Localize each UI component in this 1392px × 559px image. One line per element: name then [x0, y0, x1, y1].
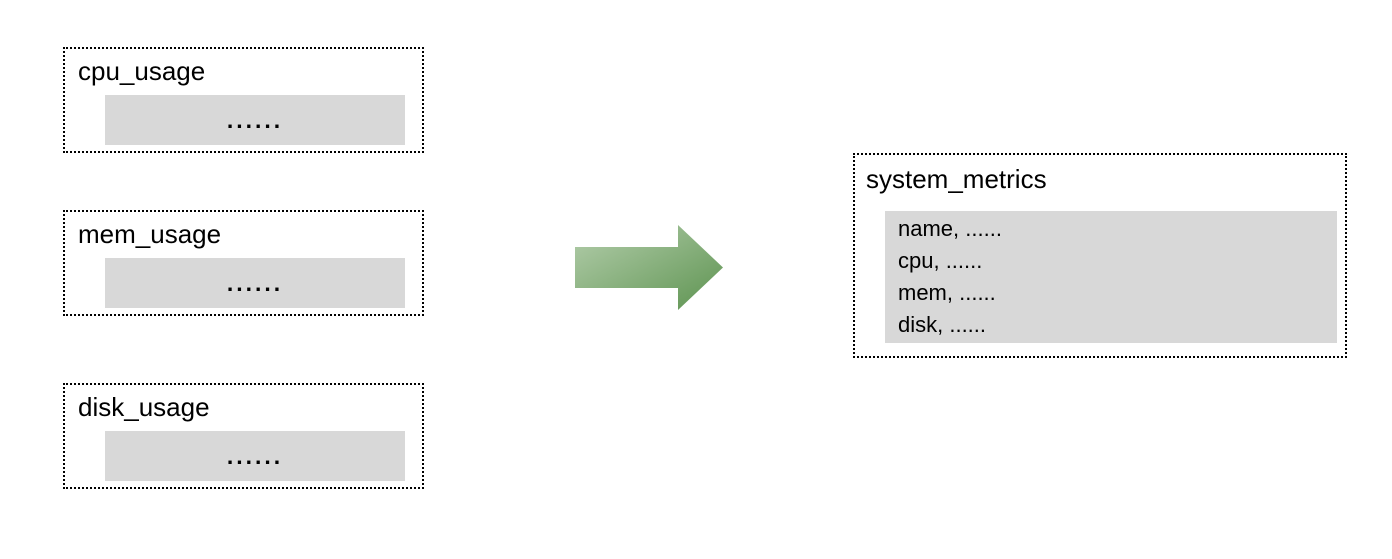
source-box-data-bar: ...... [105, 95, 405, 145]
source-box-data-bar: ...... [105, 258, 405, 308]
target-fields-panel: name, ...... cpu, ...... mem, ...... dis… [885, 211, 1337, 343]
source-box-cpu-usage: cpu_usage ...... [63, 47, 424, 153]
field-row-cpu: cpu, ...... [898, 248, 983, 273]
ellipsis-placeholder: ...... [226, 442, 284, 469]
target-box-title: system_metrics [866, 164, 1047, 194]
field-row-name: name, ...... [898, 216, 1002, 241]
source-box-title: disk_usage [78, 392, 210, 422]
source-box-disk-usage: disk_usage ...... [63, 383, 424, 489]
ellipsis-placeholder: ...... [226, 269, 284, 296]
target-box-system-metrics: system_metrics name, ...... cpu, ...... … [853, 153, 1347, 358]
source-box-mem-usage: mem_usage ...... [63, 210, 424, 316]
source-box-title: cpu_usage [78, 56, 206, 86]
field-row-mem: mem, ...... [898, 280, 996, 305]
source-box-title: mem_usage [78, 219, 222, 249]
source-box-data-bar: ...... [105, 431, 405, 481]
ellipsis-placeholder: ...... [226, 106, 284, 133]
field-row-disk: disk, ...... [898, 312, 987, 337]
merge-arrow-right-icon [575, 225, 723, 310]
